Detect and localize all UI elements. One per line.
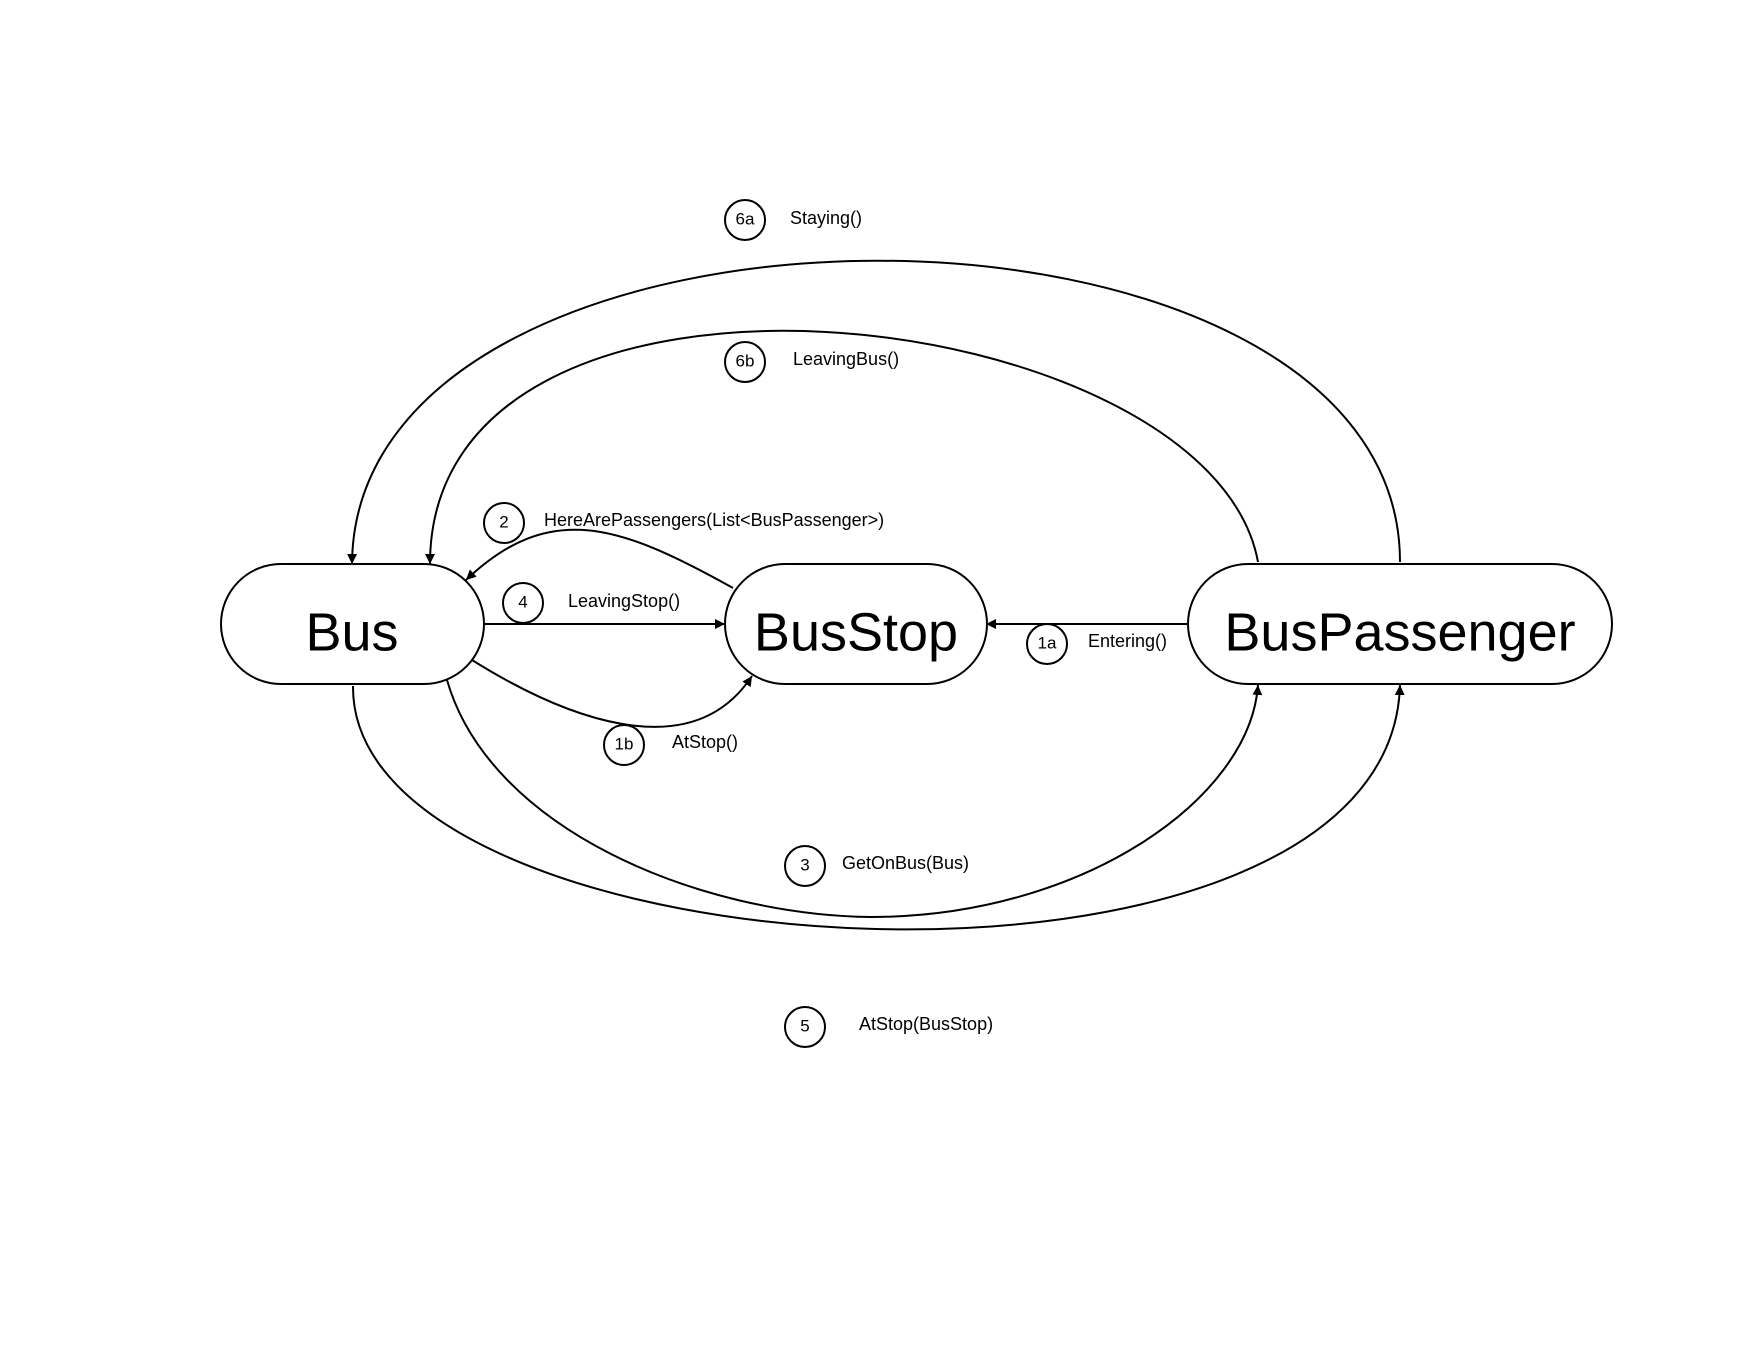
edge-3-getonbus xyxy=(446,679,1263,919)
node-busstop-label: BusStop xyxy=(754,602,958,662)
step-number: 4 xyxy=(518,592,527,611)
node-buspassenger: BusPassenger xyxy=(1187,563,1613,685)
message-3: 3 GetOnBus(Bus) xyxy=(784,845,969,887)
step-number: 5 xyxy=(800,1016,809,1035)
message-label: AtStop(BusStop) xyxy=(859,1014,993,1034)
step-number: 6a xyxy=(736,209,755,228)
node-buspassenger-label: BusPassenger xyxy=(1224,602,1575,662)
message-1a: 1a Entering() xyxy=(1026,623,1167,665)
edge-2-herearepassengers xyxy=(465,528,734,589)
message-label: Staying() xyxy=(790,208,862,228)
edge-6b-leavingbus xyxy=(425,329,1259,565)
node-bus: Bus xyxy=(220,563,485,685)
message-2: 2 HereArePassengers(List<BusPassenger>) xyxy=(483,502,884,544)
edge-5-atstop-busstop xyxy=(351,684,1405,931)
message-5: 5 AtStop(BusStop) xyxy=(784,1006,993,1048)
edge-1b-atstop xyxy=(471,659,753,728)
message-4: 4 LeavingStop() xyxy=(502,582,680,624)
message-label: LeavingBus() xyxy=(793,349,899,369)
step-number: 3 xyxy=(800,855,809,874)
step-number: 2 xyxy=(499,512,508,531)
node-bus-label: Bus xyxy=(305,602,398,662)
message-label: HereArePassengers(List<BusPassenger>) xyxy=(544,510,884,530)
message-label: GetOnBus(Bus) xyxy=(842,853,969,873)
message-label: LeavingStop() xyxy=(568,591,680,611)
message-label: Entering() xyxy=(1088,631,1167,651)
step-number: 1b xyxy=(615,734,634,753)
node-busstop: BusStop xyxy=(724,563,988,685)
message-label: AtStop() xyxy=(672,732,738,752)
message-1b: 1b AtStop() xyxy=(603,724,738,766)
step-number: 6b xyxy=(736,351,755,370)
step-number: 1a xyxy=(1038,633,1057,652)
message-6a: 6a Staying() xyxy=(724,199,862,241)
edge-6a-staying xyxy=(347,259,1401,565)
message-6b: 6b LeavingBus() xyxy=(724,341,899,383)
